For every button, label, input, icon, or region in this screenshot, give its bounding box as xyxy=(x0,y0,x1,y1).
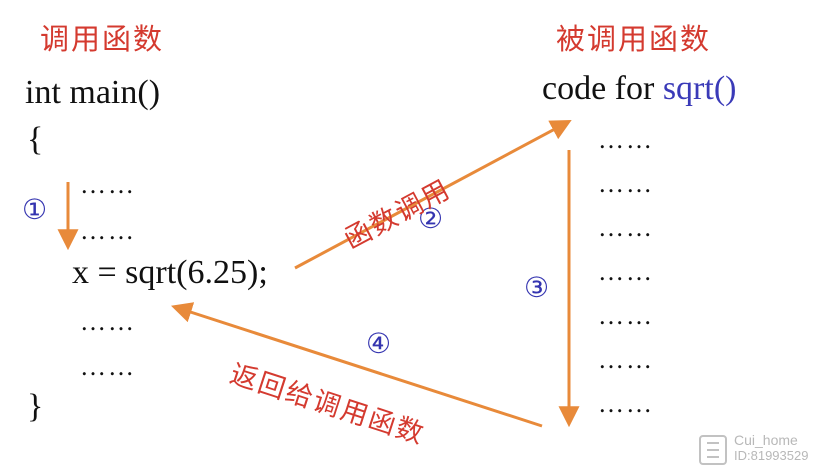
callee-dots-7: …… xyxy=(598,389,654,418)
step-4-marker: ④ xyxy=(366,327,392,360)
main-declaration: int main() xyxy=(25,74,161,111)
caller-dots-3: …… xyxy=(80,307,136,336)
watermark: Cui_home ID:81993529 xyxy=(696,430,832,470)
step-1-marker: ① xyxy=(22,193,48,226)
callee-code-prefix: code for xyxy=(542,70,663,107)
callee-dots-6: …… xyxy=(598,345,654,374)
watermark-name: Cui_home xyxy=(734,432,798,448)
caller-dots-1: …… xyxy=(80,170,136,199)
callee-dots-4: …… xyxy=(598,257,654,286)
watermark-id: ID:81993529 xyxy=(734,448,809,463)
caller-title: 调用函数 xyxy=(40,22,165,56)
callee-function-name: sqrt() xyxy=(662,70,737,107)
arrow-step2-call xyxy=(294,120,572,270)
callee-dots-1: …… xyxy=(598,125,654,154)
step-3-marker: ③ xyxy=(524,271,550,304)
watermark-logo-icon xyxy=(699,435,727,465)
callee-dots-2: …… xyxy=(598,169,654,198)
call-statement: x = sqrt(6.25); xyxy=(72,254,268,291)
callee-dots-3: …… xyxy=(598,213,654,242)
step-2-marker: ② xyxy=(418,202,444,235)
callee-title: 被调用函数 xyxy=(556,22,712,56)
callee-dots-5: …… xyxy=(598,301,654,330)
arrow-step4-return xyxy=(171,302,543,428)
caller-dots-2: …… xyxy=(80,216,136,245)
callee-code-label: code for sqrt() xyxy=(542,70,736,108)
caller-dots-4: …… xyxy=(80,352,136,381)
open-brace: { xyxy=(27,121,44,158)
close-brace: } xyxy=(27,388,44,425)
